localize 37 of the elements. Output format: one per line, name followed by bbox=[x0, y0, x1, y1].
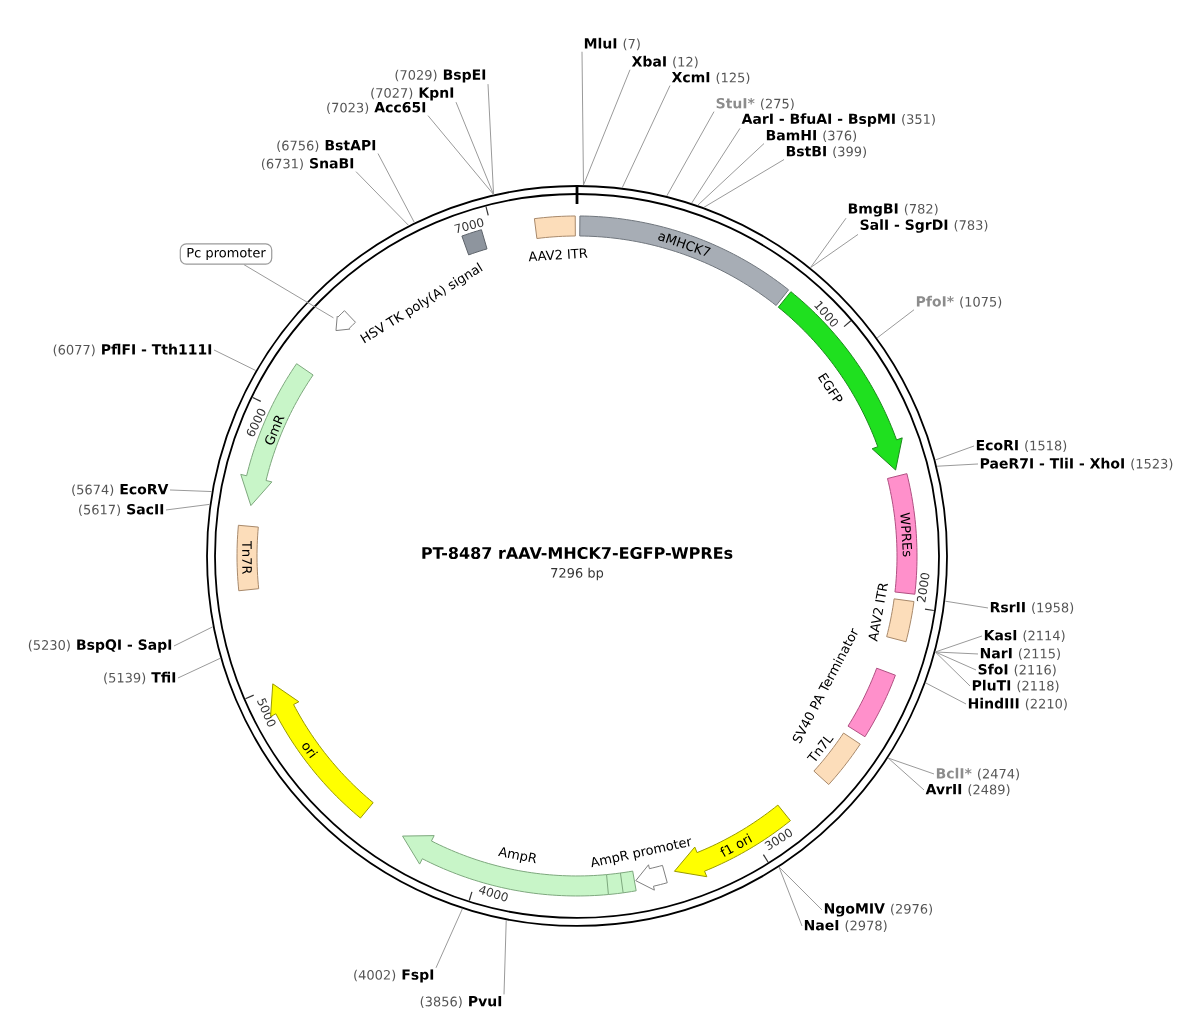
leader-line bbox=[944, 600, 989, 609]
leader-line bbox=[925, 682, 967, 705]
leader-line bbox=[435, 908, 463, 969]
leader-line bbox=[427, 115, 495, 195]
leader-line bbox=[697, 143, 765, 206]
leader-line bbox=[887, 757, 925, 791]
leader-line bbox=[778, 866, 803, 927]
leader-line bbox=[581, 51, 584, 186]
leader-line bbox=[165, 503, 211, 511]
leader-line bbox=[455, 101, 495, 195]
leader-line bbox=[934, 635, 983, 653]
leader-line bbox=[934, 651, 971, 687]
leader-line bbox=[243, 264, 334, 319]
leader-line bbox=[173, 626, 214, 647]
leader-line bbox=[691, 127, 741, 204]
leader-line bbox=[887, 757, 935, 775]
feature-band bbox=[335, 310, 356, 332]
leader-line bbox=[583, 69, 631, 186]
leader-line bbox=[621, 85, 671, 189]
leader-line bbox=[213, 349, 257, 371]
leader-line bbox=[666, 111, 715, 197]
leader-line bbox=[703, 159, 785, 208]
leader-line bbox=[177, 657, 221, 679]
leader-line bbox=[355, 171, 410, 226]
leader-line bbox=[377, 153, 415, 224]
leader-line bbox=[934, 651, 977, 671]
leader-line bbox=[487, 83, 495, 195]
leader-line bbox=[503, 919, 507, 995]
leader-line bbox=[778, 866, 823, 911]
leader-line bbox=[934, 651, 979, 655]
leader-line bbox=[876, 309, 915, 339]
map-title: PT-8487 rAAV-MHCK7-EGFP-WPREs bbox=[422, 546, 733, 559]
leader-line bbox=[809, 217, 847, 269]
leader-line bbox=[936, 463, 979, 467]
leader-line bbox=[809, 233, 859, 269]
leader-line bbox=[169, 489, 213, 493]
leader-line bbox=[934, 445, 975, 461]
